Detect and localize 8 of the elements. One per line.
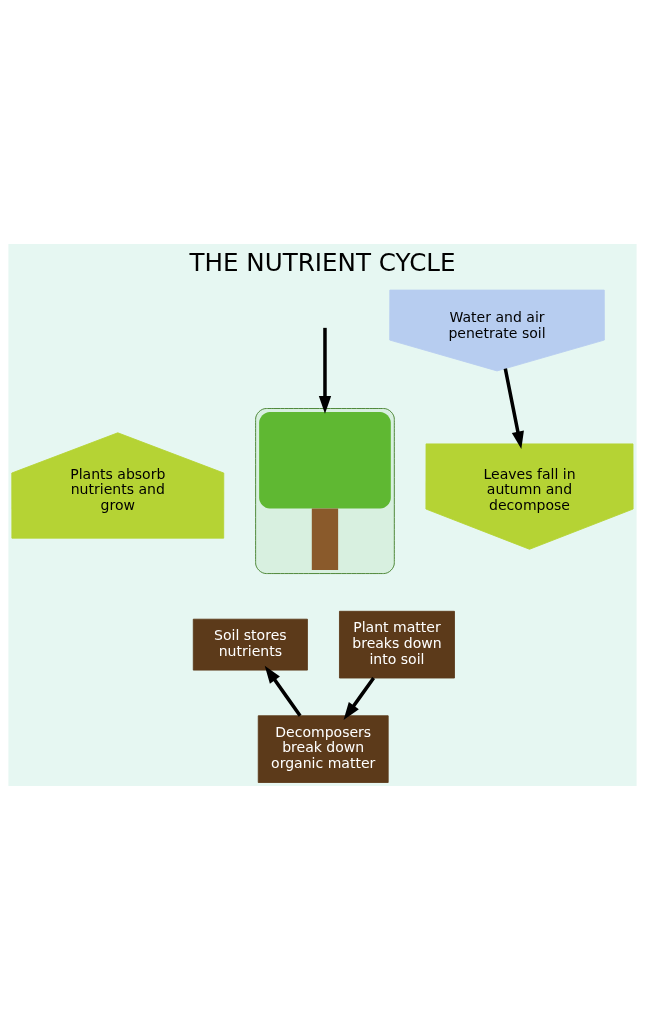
arrow (264, 665, 302, 717)
arrow (318, 327, 332, 414)
node-box: Decomposers break down organic matter (257, 715, 389, 783)
arrow (343, 677, 376, 720)
node-box: Plant matter breaks down into soil (339, 610, 455, 679)
arrow (503, 368, 524, 449)
node-box: Soil stores nutrients (192, 618, 308, 671)
diagram-title: THE NUTRIENT CYCLE (189, 247, 456, 277)
